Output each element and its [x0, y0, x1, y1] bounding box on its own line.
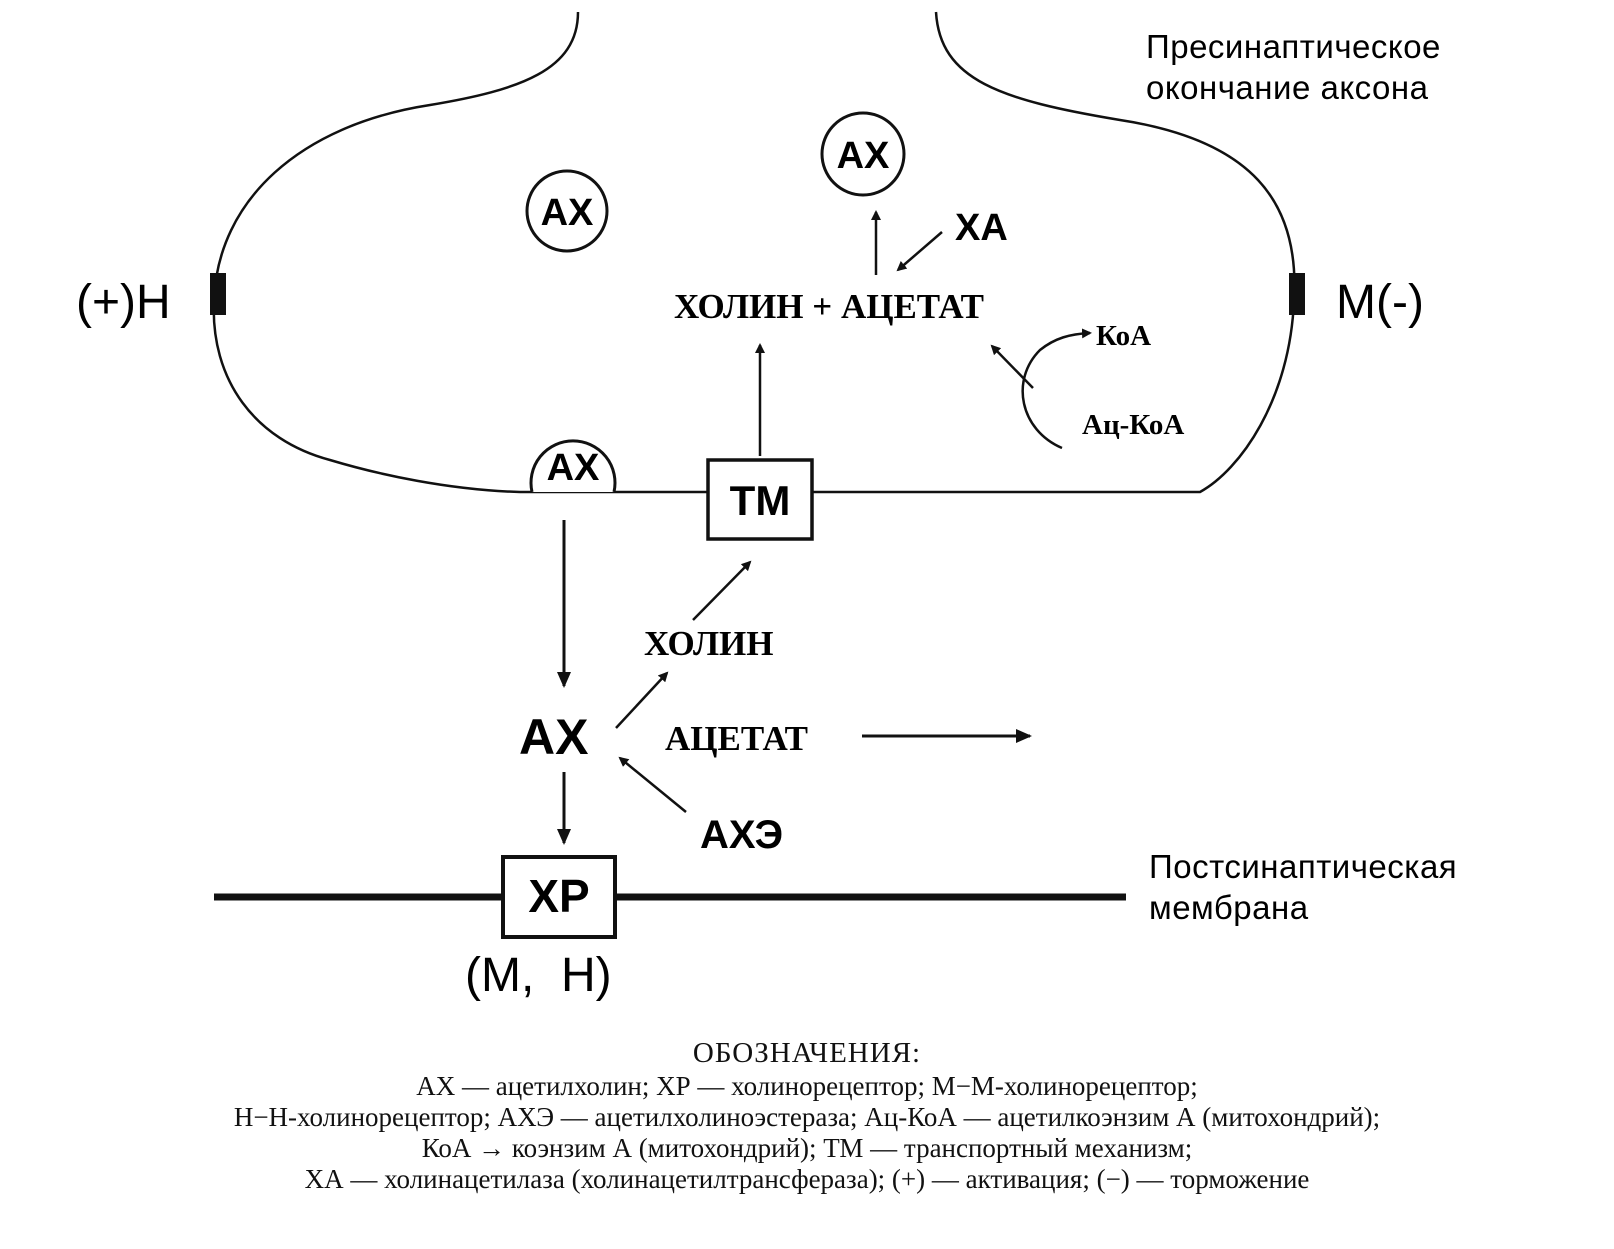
label-presynaptic-line1: Пресинаптическое [1146, 28, 1441, 65]
label-ax-cleft: АХ [519, 709, 588, 765]
arrow-koa-cycle [1021, 328, 1092, 450]
arrow-to-acetate [990, 344, 1034, 389]
label-acetate: АЦЕТАТ [665, 719, 808, 758]
legend-line: ХА — холинацетилаза (холинацетилтрансфер… [304, 1164, 1310, 1194]
label-postsynaptic-line1: Постсинаптическая [1149, 848, 1457, 885]
legend-line: АХ — ацетилхолин; ХР — холинорецептор; М… [416, 1071, 1198, 1101]
legend-title: ОБОЗНАЧЕНИЯ: [692, 1037, 922, 1069]
vesicle-membrane [529, 439, 617, 493]
arrow-choline-to-tm [692, 560, 752, 621]
presynaptic-terminal-outline [212, 11, 1296, 494]
label-koa: КоА [1096, 320, 1151, 352]
label-vesicle-membrane: АХ [547, 447, 600, 489]
arrow-ax-to-choline [615, 671, 669, 729]
arrow-axe [618, 756, 687, 813]
legend-line: Н−Н-холинорецептор; АХЭ — ацетилхолиноэс… [233, 1102, 1381, 1132]
xr-box [501, 855, 617, 939]
label-tm: ТМ [730, 477, 791, 524]
legend: ОБОЗНАЧЕНИЯ: АХ — ацетилхолин; ХР — холи… [0, 1038, 1614, 1195]
label-vesicle-left: АХ [541, 192, 594, 234]
tm-box [706, 458, 814, 541]
legend-line: КоА → коэнзим А (митохондрий); ТМ — тран… [421, 1133, 1193, 1163]
label-receptor-right: М(-) [1336, 276, 1424, 329]
vesicle-top [820, 111, 906, 197]
receptor-marker-right [1289, 273, 1305, 315]
label-choline-acetate: ХОЛИН + АЦЕТАТ [674, 287, 984, 326]
vesicle-left [525, 169, 609, 253]
label-presynaptic-line2: окончание аксона [1146, 69, 1429, 106]
label-xa: ХА [955, 207, 1008, 249]
label-receptor-left: (+)Н [76, 276, 171, 329]
label-ac-koa: Ац-КоА [1082, 409, 1184, 441]
label-xr-types: (М, Н) [465, 949, 612, 1002]
label-choline: ХОЛИН [644, 624, 774, 663]
label-postsynaptic-line2: мембрана [1149, 889, 1309, 926]
label-vesicle-top: АХ [837, 135, 890, 177]
receptor-marker-left [210, 273, 226, 315]
label-xr: ХР [528, 870, 589, 922]
arrow-xa [896, 231, 943, 272]
label-axe: АХЭ [700, 813, 783, 857]
